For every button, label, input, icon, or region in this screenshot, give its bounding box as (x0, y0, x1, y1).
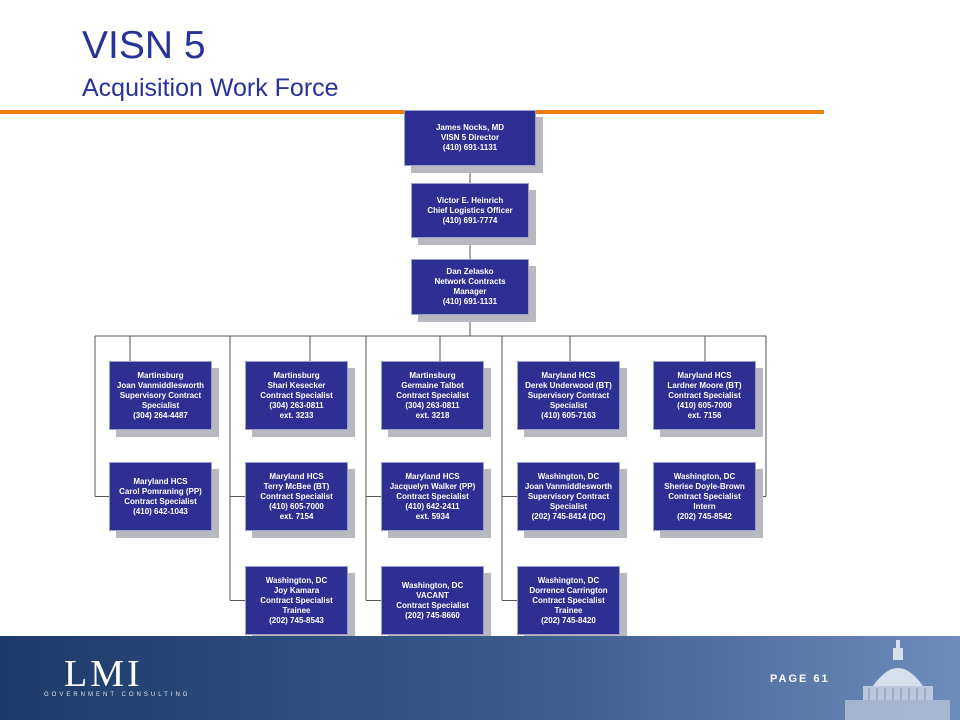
org-box-line: (202) 745-8414 (DC) (531, 511, 606, 521)
org-box-line: (410) 605-7000 (677, 400, 732, 410)
org-box-line: James Nocks, MD (435, 123, 505, 132)
org-box-line: ext. 7154 (279, 511, 314, 521)
org-box-line: Maryland HCS (269, 471, 324, 481)
org-box-line: (202) 745-8660 (405, 610, 460, 620)
org-box-line: Contract Specialist (532, 595, 605, 605)
org-box-line: Joan Vanmiddlesworth (524, 481, 613, 491)
org-box-line: Martinsburg (137, 370, 184, 380)
org-box-line: ext. 5934 (415, 511, 450, 521)
org-box-line: Washington, DC (401, 580, 464, 590)
org-box-line: (410) 605-7000 (269, 501, 324, 511)
org-box-line: Washington, DC (537, 575, 600, 585)
org-box-line: Dorrence Carrington (529, 585, 608, 595)
org-box-line: Washington, DC (265, 575, 328, 585)
org-box-line: Maryland HCS (405, 471, 460, 481)
org-box-line: Maryland HCS (541, 370, 596, 380)
org-box-line: Jacquelyn Walker (PP) (389, 481, 476, 491)
org-box-line: Terry McBee (BT) (263, 481, 330, 491)
org-box-line: Contract Specialist (396, 491, 469, 501)
footer-band (0, 636, 960, 720)
org-box-line: ext. 7156 (687, 410, 722, 420)
page-subtitle: Acquisition Work Force (82, 74, 339, 102)
org-box-line: (410) 642-2411 (405, 501, 460, 511)
org-box-line: Specialist (141, 400, 180, 410)
org-box-line: Contract Specialist (124, 496, 197, 506)
org-box-line: Supervisory Contract (527, 491, 610, 501)
org-box-line: (410) 691-7774 (442, 215, 498, 225)
org-box-line: (410) 691-1131 (442, 143, 498, 152)
org-box-line: (304) 263-0811 (405, 400, 460, 410)
org-box-line: (202) 745-8543 (269, 615, 324, 625)
org-box-line: Supervisory Contract (527, 390, 610, 400)
org-box-line: VISN 5 Director (440, 133, 500, 142)
org-box-line: (202) 745-8420 (541, 615, 596, 625)
org-box-line: Maryland HCS (133, 476, 188, 486)
org-box-line: Contract Specialist (260, 595, 333, 605)
org-box-line: Contract Specialist (668, 390, 741, 400)
org-box-line: (202) 745-8542 (677, 511, 732, 521)
page-number: PAGE 61 (770, 673, 830, 685)
org-box-line: Manager (453, 287, 487, 296)
org-box-line: Specialist (549, 501, 588, 511)
org-box-line: Carol Pomraning (PP) (119, 486, 202, 496)
org-box-line: Martinsburg (409, 370, 456, 380)
org-box-line: (410) 642-1043 (133, 506, 188, 516)
org-box-line: VACANT (416, 590, 449, 600)
page-title: VISN 5 (82, 24, 206, 67)
org-box-line: Contract Specialist (260, 390, 333, 400)
org-box-line: Martinsburg (273, 370, 320, 380)
org-box-line: Contract Specialist (396, 600, 469, 610)
org-box-line: Chief Logistics Officer (427, 205, 513, 215)
lmi-logo-subtitle: GOVERNMENT CONSULTING (44, 692, 191, 698)
org-box-line: Specialist (549, 400, 588, 410)
org-box-line: Victor E. Heinrich (436, 195, 504, 205)
org-box-line: Maryland HCS (677, 370, 732, 380)
org-box-line: Washington, DC (537, 471, 600, 481)
org-box-line: Joan Vanmiddlesworth (116, 380, 205, 390)
org-box-line: Contract Specialist (668, 491, 741, 501)
capitol-dome-icon (845, 640, 950, 720)
org-box-line: Contract Specialist (396, 390, 469, 400)
org-box-line: Dan Zelasko (446, 267, 494, 276)
org-box-line: Trainee (554, 605, 583, 615)
org-box-line: (410) 691-1131 (442, 297, 498, 306)
org-box-line: (304) 264-4487 (133, 410, 188, 420)
org-box-line: Derek Underwood (BT) (525, 380, 612, 390)
org-box-line: Contract Specialist (260, 491, 333, 501)
org-box-line: Intern (693, 501, 716, 511)
org-box-line: (410) 605-7163 (541, 410, 596, 420)
org-box-line: Trainee (282, 605, 311, 615)
lmi-logo: LMI (64, 653, 143, 695)
org-box-line: Washington, DC (673, 471, 736, 481)
org-box-line: Network Contracts (434, 277, 506, 286)
org-box-line: Germaine Talbot (401, 380, 464, 390)
org-box-line: Shari Kesecker (267, 380, 326, 390)
org-box-line: (304) 263-0811 (269, 400, 324, 410)
org-box-line: Lardner Moore (BT) (667, 380, 742, 390)
org-box-line: Joy Kamara (273, 585, 320, 595)
org-box-line: ext. 3233 (279, 410, 314, 420)
org-box-line: ext. 3218 (415, 410, 450, 420)
org-box-line: Supervisory Contract (119, 390, 202, 400)
org-box-line: Sherise Doyle-Brown (664, 481, 745, 491)
